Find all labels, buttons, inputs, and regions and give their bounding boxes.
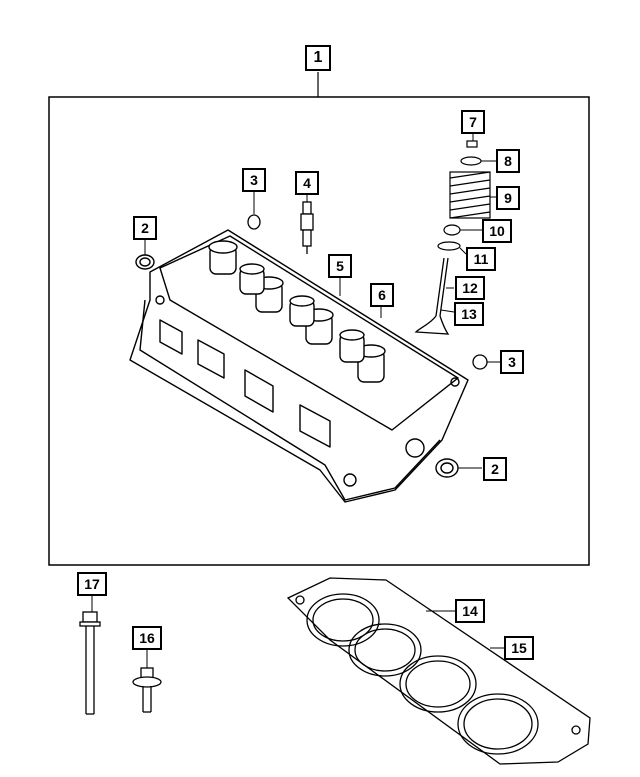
spark-plug-icon [300, 201, 314, 254]
callout-16: 16 [132, 626, 162, 650]
callout-2: 2 [133, 216, 157, 240]
intake-valve-icon [414, 257, 450, 335]
callout-4: 4 [295, 171, 319, 195]
callout-10: 10 [482, 219, 512, 243]
callout-12: 12 [455, 276, 485, 300]
valve-seal-icon [443, 224, 461, 236]
callout-11: 11 [466, 247, 496, 271]
callout-13: 13 [454, 302, 484, 326]
callout-1: 1 [305, 45, 331, 71]
callout-6: 6 [370, 283, 394, 307]
callout-14: 14 [455, 599, 485, 623]
leader-13 [440, 309, 455, 313]
callout-7: 7 [461, 110, 485, 134]
plug-icon [247, 214, 261, 230]
callout-15: 15 [504, 636, 534, 660]
callout-8: 8 [496, 149, 520, 173]
assembly-frame [48, 96, 590, 566]
seal-plug-icon [435, 458, 459, 478]
valve-keeper-icon [466, 140, 478, 148]
callout-3: 3 [500, 350, 524, 374]
callout-3: 3 [242, 168, 266, 192]
callout-17: 17 [77, 572, 107, 596]
callout-5: 5 [328, 254, 352, 278]
head-gasket-icon [286, 577, 591, 765]
head-bolt-icon [79, 611, 101, 715]
cylinder-head-icon [129, 229, 469, 503]
spring-retainer-icon [460, 156, 482, 166]
valve-spring-icon [449, 171, 491, 219]
callout-9: 9 [496, 186, 520, 210]
plug-icon [472, 354, 488, 370]
callout-2: 2 [483, 457, 507, 481]
seal-plug-icon [135, 254, 155, 270]
leader-11 [459, 247, 467, 255]
bolt-icon [132, 667, 162, 713]
spring-seat-icon [437, 241, 461, 251]
